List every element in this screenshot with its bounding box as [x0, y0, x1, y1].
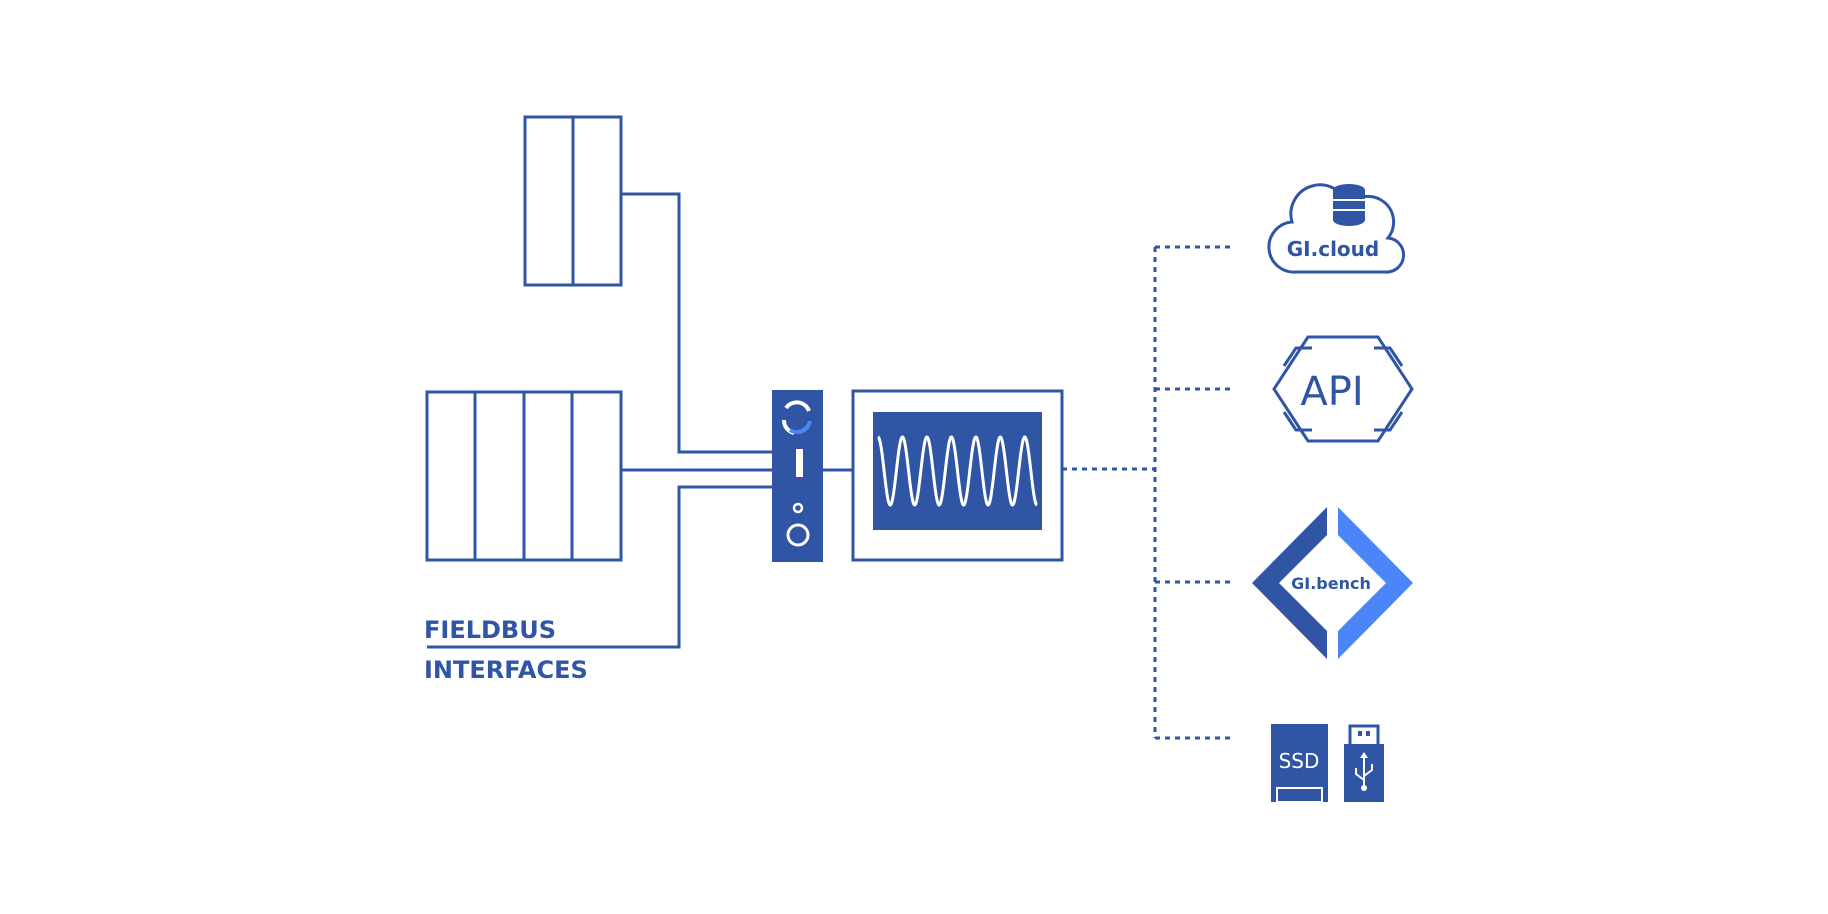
- top-io-module-rack: [523, 115, 623, 287]
- ssd-label: SSD: [1279, 749, 1320, 773]
- status-led-bar: [796, 449, 803, 477]
- fieldbus-label: FIELDBUS: [424, 616, 556, 644]
- bench-label: GI.bench: [1291, 574, 1371, 593]
- cloud-label: GI.cloud: [1287, 237, 1379, 261]
- usb-symbol: [1355, 756, 1373, 788]
- sync-icon: [782, 400, 812, 435]
- small-indicator-dot: [792, 502, 804, 514]
- display-monitor: [851, 389, 1064, 562]
- ssd-drive-icon: SSD: [1271, 724, 1328, 803]
- rack-connection-lines: [427, 192, 772, 649]
- interfaces-label: INTERFACES: [424, 656, 588, 684]
- hexagon-api-icon: API: [1272, 335, 1414, 443]
- chevron-brackets-icon: GI.bench: [1252, 507, 1413, 659]
- power-button-ring: [786, 523, 810, 547]
- controller-module: [772, 390, 823, 562]
- waveform-icon: [877, 435, 1038, 507]
- usb-stick-icon: [1344, 724, 1384, 802]
- dotted-output-links: [1062, 245, 1234, 740]
- database-icon: [1333, 184, 1365, 226]
- api-label: API: [1300, 369, 1363, 415]
- left-io-module-rack: [425, 390, 623, 562]
- cloud-database-icon: GI.cloud: [1267, 183, 1405, 274]
